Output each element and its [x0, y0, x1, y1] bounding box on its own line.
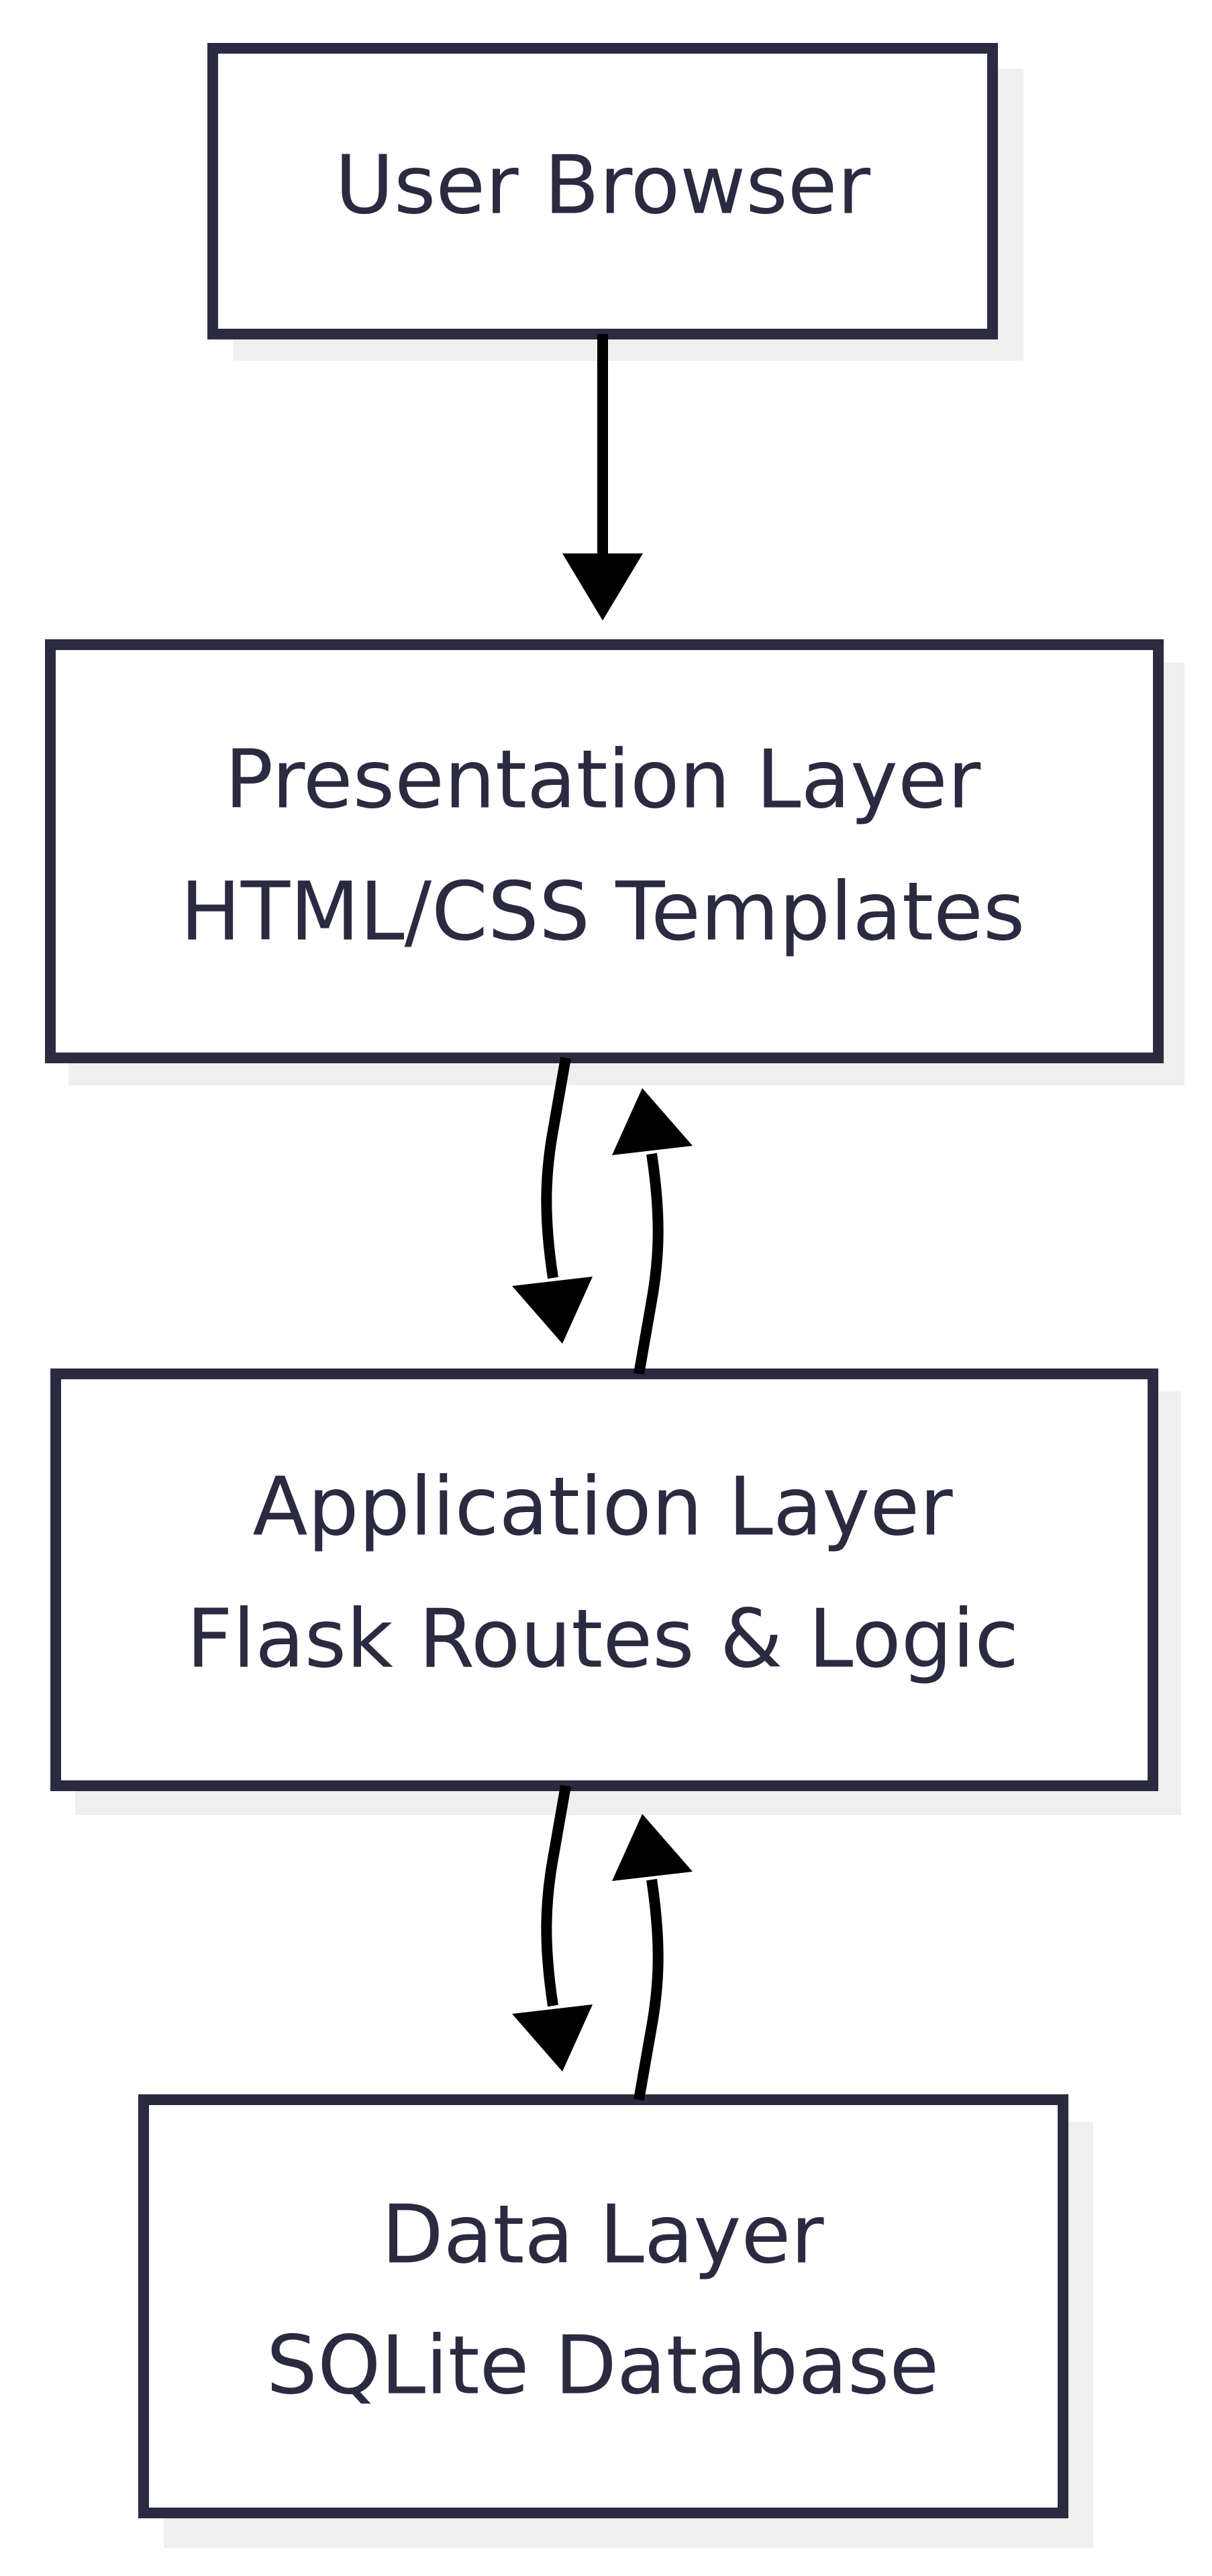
node-data-layer-title: Data Layer: [381, 2189, 824, 2282]
edge-application-layer-to-presentation-layer-line: [634, 1152, 664, 1375]
node-presentation-layer-title: Presentation Layer: [225, 734, 981, 827]
node-data-layer: Data Layer SQLite Database: [138, 2094, 1093, 2548]
node-presentation-layer-subtitle: HTML/CSS Templates: [181, 866, 1025, 959]
node-user-browser-label: User Browser: [335, 140, 871, 233]
edge-data-layer-to-application-layer-line: [634, 1878, 664, 2101]
edge-application-layer-to-data-layer-arrowhead: [512, 2004, 593, 2072]
node-user-browser-box: [207, 43, 998, 339]
node-data-layer-box: [138, 2094, 1068, 2518]
node-application-layer-subtitle: Flask Routes & Logic: [187, 1593, 1019, 1686]
edge-application-layer-to-data-layer-line: [541, 1784, 571, 2007]
edge-application-layer-to-presentation-layer-arrowhead: [612, 1088, 693, 1155]
edge-data-layer-to-application-layer-arrowhead: [612, 1814, 693, 1881]
edge-application-layer-to-data-layer: [512, 1784, 593, 2072]
node-application-layer-title: Application Layer: [252, 1461, 953, 1554]
edge-presentation-layer-to-application-layer-arrowhead: [512, 1277, 593, 1344]
edge-data-layer-to-application-layer: [612, 1814, 693, 2101]
edge-presentation-layer-to-application-layer: [512, 1057, 593, 1344]
node-presentation-layer: Presentation Layer HTML/CSS Templates: [45, 639, 1184, 1085]
edge-user-browser-to-presentation-layer-arrowhead: [562, 553, 643, 621]
edge-application-layer-to-presentation-layer: [612, 1088, 693, 1375]
node-application-layer-box: [50, 1368, 1158, 1791]
node-presentation-layer-box: [45, 639, 1164, 1063]
node-user-browser: User Browser: [207, 43, 1023, 361]
edge-presentation-layer-to-application-layer-line: [541, 1057, 571, 1279]
node-application-layer: Application Layer Flask Routes & Logic: [50, 1368, 1181, 1815]
node-data-layer-subtitle: SQLite Database: [266, 2320, 939, 2413]
edge-user-browser-to-presentation-layer: [562, 334, 643, 621]
